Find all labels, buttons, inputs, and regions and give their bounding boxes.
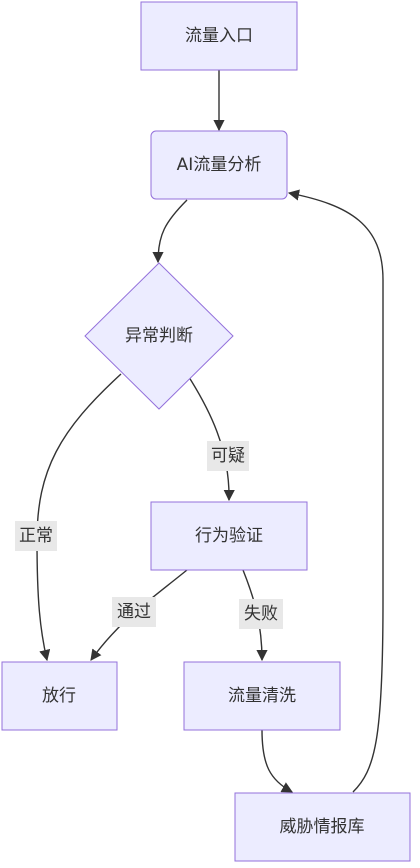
edge-label-normal: 正常	[15, 521, 57, 551]
edge-label-normal-text: 正常	[19, 526, 53, 546]
node-threat-db-label: 威胁情报库	[280, 817, 365, 837]
edge-clean-to-threatdb	[261, 729, 293, 793]
node-verify: 行为验证	[150, 501, 308, 571]
node-analysis-label: AI流量分析	[177, 155, 262, 175]
edge-label-pass-text: 通过	[117, 602, 151, 622]
edge-decision-to-verify	[186, 373, 235, 502]
node-entry: 流量入口	[140, 1, 298, 71]
node-allow-label: 放行	[42, 686, 76, 706]
node-clean: 流量清洗	[183, 661, 341, 731]
edge-label-fail-text: 失败	[244, 604, 278, 624]
node-analysis: AI流量分析	[150, 130, 288, 200]
node-allow: 放行	[1, 661, 118, 731]
edge-threatdb-to-analysis	[287, 189, 384, 793]
edge-analysis-to-decision	[152, 199, 188, 264]
node-entry-label: 流量入口	[185, 26, 253, 46]
node-decision-label: 异常判断	[125, 326, 193, 346]
node-threat-db: 威胁情报库	[234, 792, 411, 862]
node-clean-label: 流量清洗	[228, 686, 296, 706]
edge-label-fail: 失败	[239, 599, 283, 629]
edge-label-suspicious: 可疑	[207, 441, 249, 471]
edge-label-pass: 通过	[112, 597, 156, 627]
edge-label-suspicious-text: 可疑	[211, 446, 245, 466]
node-decision: 异常判断	[84, 262, 234, 410]
node-verify-label: 行为验证	[195, 526, 263, 546]
edge-decision-to-allow	[36, 373, 122, 662]
